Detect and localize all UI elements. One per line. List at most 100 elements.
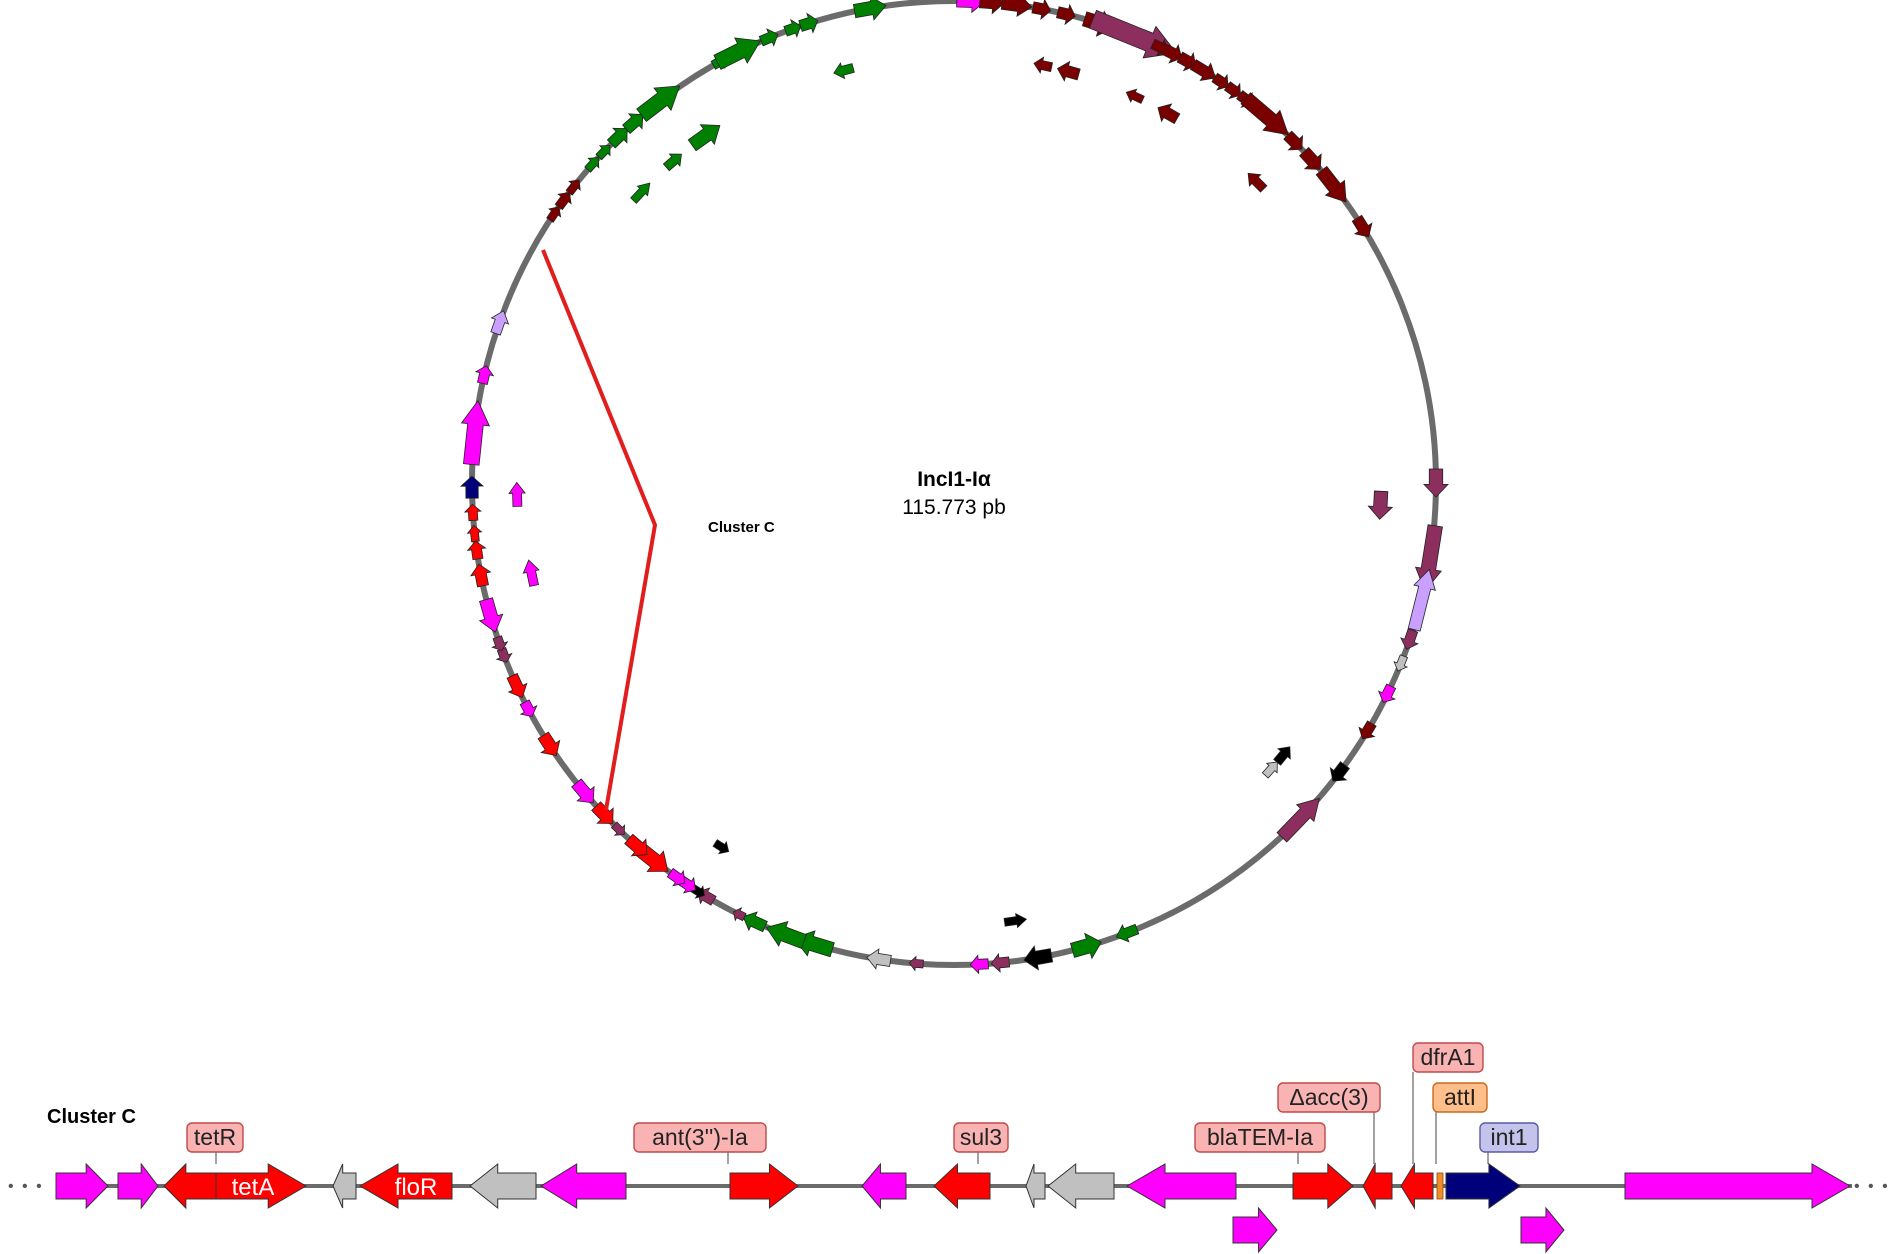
plasmid-size: 115.773 pb xyxy=(902,496,1006,519)
linear-gene-arrow-resistance xyxy=(933,1162,991,1210)
linear-gene-arrow-resistance xyxy=(215,1163,307,1209)
gene-arrow-mobile xyxy=(956,0,986,14)
gene-label-4: Δacc(3) xyxy=(1277,1082,1381,1164)
gene-arrow-replication xyxy=(595,144,611,161)
gene-arrow-transfer xyxy=(1056,60,1081,82)
linear-gene-arrow-mobile xyxy=(861,1162,907,1210)
gene-arrow-other xyxy=(1023,945,1054,971)
gene-arrow-lavender xyxy=(1407,568,1436,632)
gene-arrow-transfer xyxy=(1299,146,1322,170)
gene-arrow-replication xyxy=(606,127,628,149)
gene-arrow-replication xyxy=(852,0,887,21)
gene-arrow-transfer xyxy=(1160,43,1183,64)
gene-arrow-replication xyxy=(765,921,807,949)
linear-gene-arrow-resistance xyxy=(1400,1162,1434,1210)
linear-gene-arrow-resistance xyxy=(1362,1162,1393,1210)
linear-gene-arrow-resistance xyxy=(163,1162,217,1210)
gene-arrow-resistance xyxy=(537,731,561,757)
gene-label-7: int1 xyxy=(1479,1122,1539,1164)
gene-arrow-transfer xyxy=(1240,92,1289,136)
gene-arrow-mobile xyxy=(474,365,495,385)
gene-arrow-stability xyxy=(733,906,747,922)
gene-arrow-replication xyxy=(783,18,802,39)
gene-arrow-transfer xyxy=(1247,172,1268,193)
gene-arrow-mobile xyxy=(519,699,538,717)
gene-arrow-hypothetical xyxy=(866,948,892,970)
circular-map: IncI1-Iα 115.773 pb Cluster C xyxy=(459,0,1449,975)
gene-arrow-transfer xyxy=(1157,103,1181,125)
gene-arrow-mobile xyxy=(522,559,540,587)
gene-arrow-transfer xyxy=(1033,56,1054,74)
gene-arrow-stability xyxy=(1423,468,1449,498)
linear-gene-arrow-mobile xyxy=(55,1162,109,1210)
gene-arrow-other xyxy=(1329,761,1350,782)
gene-label-box xyxy=(1194,1122,1326,1153)
gene-arrow-mobile xyxy=(478,597,504,633)
gene-label-box xyxy=(1277,1082,1381,1113)
gene-label-text: dfrA1 xyxy=(1421,1044,1476,1070)
linear-gene-arrow-mobile xyxy=(117,1162,159,1210)
linear-gene-arrow-resistance xyxy=(1292,1162,1354,1210)
gene-arrow-stability xyxy=(491,635,509,651)
gene-arrow-hypothetical xyxy=(1393,654,1409,672)
gene-label-box xyxy=(186,1122,244,1153)
gene-arrow-resistance xyxy=(591,801,614,824)
gene-arrow-transfer xyxy=(1223,81,1241,100)
atti-site-marker xyxy=(1436,1172,1444,1200)
gene-arrow-transfer xyxy=(565,179,581,196)
gene-arrow-transfer xyxy=(1315,165,1347,203)
gene-arrow-mobile xyxy=(666,867,686,887)
gene-label-text: sul3 xyxy=(960,1124,1002,1150)
gene-arrow-stability xyxy=(1400,628,1419,650)
gene-arrow-stability xyxy=(1276,797,1321,843)
gene-arrow-mobile xyxy=(1377,683,1397,703)
linear-gene-arrow-resistance xyxy=(729,1162,799,1210)
gene-arrow-replication xyxy=(1069,932,1102,960)
gene-arrow-replication xyxy=(622,113,644,135)
gene-arrow-transfer xyxy=(1351,214,1373,238)
gene-arrow-mobile xyxy=(508,481,526,507)
gene-arrow-replication xyxy=(713,37,762,70)
linear-gene-arrow-integrase xyxy=(1445,1163,1521,1209)
gene-arrow-lavender xyxy=(490,310,510,336)
gene-arrow-transfer xyxy=(1211,72,1229,91)
linear-gene-arrow-mobile xyxy=(1232,1206,1278,1254)
linear-gene-arrow-mobile xyxy=(1520,1206,1565,1254)
gene-label-3: blaTEM-Ia xyxy=(1194,1122,1326,1164)
gene-arrow-transfer xyxy=(1125,88,1145,104)
cluster-c-title: Cluster C xyxy=(47,1106,136,1128)
gene-arrow-transfer xyxy=(1283,130,1304,151)
gene-arrow-integrase xyxy=(459,475,485,499)
gene-arrow-mobile xyxy=(571,778,595,804)
plasmid-name: IncI1-Iα xyxy=(917,468,991,491)
circular-gene-arrows xyxy=(459,0,1449,975)
gene-arrow-replication xyxy=(833,62,855,80)
gene-arrow-transfer xyxy=(1031,0,1052,21)
gene-arrow-replication xyxy=(636,85,681,122)
gene-arrow-replication xyxy=(584,157,600,173)
inline-gene-label-0: tetA xyxy=(232,1174,275,1201)
linear-gene-arrow-mobile xyxy=(540,1163,627,1209)
linear-gene-arrow-mobile xyxy=(1624,1163,1851,1209)
gene-arrow-stability xyxy=(610,821,626,836)
gene-arrow-replication xyxy=(742,911,768,933)
gene-arrow-other xyxy=(1003,912,1028,929)
gene-arrow-resistance xyxy=(624,833,648,857)
gene-arrow-resistance xyxy=(463,503,482,522)
gene-arrow-replication xyxy=(798,12,819,34)
gene-arrow-transfer xyxy=(978,0,1005,15)
gene-label-box xyxy=(633,1122,767,1153)
gene-arrow-transfer xyxy=(1358,720,1377,740)
gene-arrow-replication xyxy=(687,124,721,152)
gene-arrow-resistance xyxy=(466,540,487,561)
cluster-c-callout-line xyxy=(541,249,658,811)
gene-arrow-stability xyxy=(495,647,513,663)
gene-arrow-resistance xyxy=(466,524,483,543)
inline-gene-label-1: floR xyxy=(395,1174,438,1201)
linear-gene-arrows: tetA floR xyxy=(55,1162,1851,1254)
gene-arrow-mobile xyxy=(969,954,989,975)
right-ellipsis: • • • xyxy=(1854,1178,1890,1195)
gene-arrow-stability xyxy=(990,952,1011,973)
